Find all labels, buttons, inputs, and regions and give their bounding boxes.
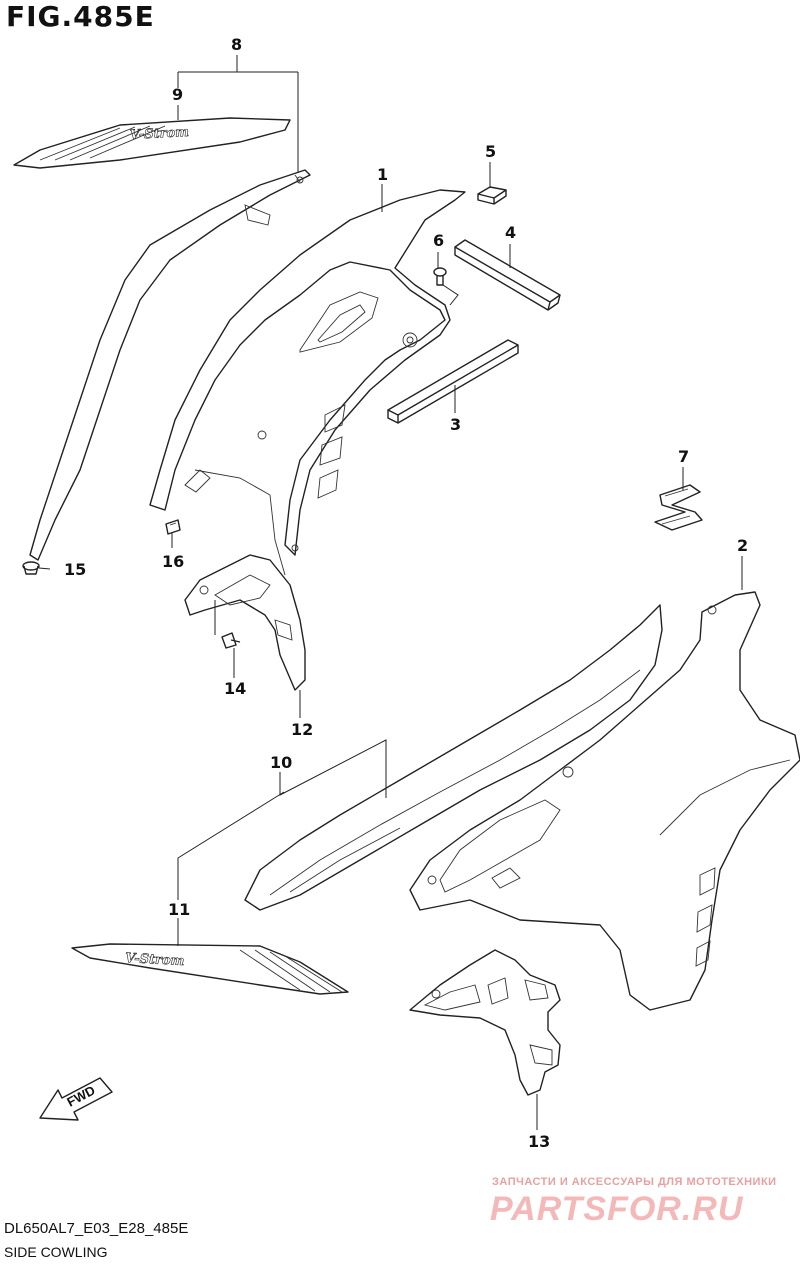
callout-16: 16 <box>162 552 184 571</box>
callout-6: 6 <box>433 231 444 250</box>
callout-13: 13 <box>528 1132 550 1151</box>
part-5-pad <box>477 186 507 205</box>
callout-2: 2 <box>737 536 748 555</box>
part-11-lower-decal: V-Strom <box>71 943 349 995</box>
figure-code: DL650AL7_E03_E28_485E <box>4 1220 189 1237</box>
watermark-brand: PARTSFOR.RU <box>490 1190 744 1228</box>
part-2-side-cowling <box>409 591 800 1011</box>
upper-decal-text: V-Strom <box>129 125 189 143</box>
fwd-label: FWD <box>64 1083 97 1110</box>
part-13-inner-bracket <box>409 949 561 1096</box>
part-10-side-panel <box>244 604 663 911</box>
fwd-arrow-icon: FWD <box>39 1077 113 1121</box>
callout-3: 3 <box>450 415 461 434</box>
callout-9: 9 <box>172 85 183 104</box>
part-7-emblem <box>654 484 703 531</box>
callout-12: 12 <box>291 720 313 739</box>
part-14-screw <box>221 632 241 649</box>
part-12-bracket <box>184 554 306 691</box>
part-16-clip <box>165 519 181 535</box>
callout-14: 14 <box>224 679 246 698</box>
callout-4: 4 <box>505 223 516 242</box>
callout-10: 10 <box>270 753 292 772</box>
watermark-tagline: ЗАПЧАСТИ И АКСЕССУАРЫ ДЛЯ МОТОТЕХНИКИ <box>492 1176 777 1188</box>
figure-title: FIG.485E <box>6 0 155 33</box>
callouts: 8 9 1 5 6 4 3 7 2 16 15 14 12 10 11 13 <box>64 35 748 1151</box>
callout-5: 5 <box>485 142 496 161</box>
part-1-inner-cowling <box>149 189 466 576</box>
part-8-side-trim <box>29 169 311 561</box>
lower-decal-text: V-Strom <box>125 951 185 969</box>
part-15-screw <box>22 561 40 575</box>
part-9-upper-decal: V-Strom <box>13 117 291 169</box>
part-3-strip <box>387 339 519 424</box>
callout-15: 15 <box>64 560 86 579</box>
callout-1: 1 <box>377 165 388 184</box>
callout-11: 11 <box>168 900 190 919</box>
figure-name: SIDE COWLING <box>4 1244 108 1260</box>
part-6-screw <box>433 267 447 286</box>
callout-7: 7 <box>678 447 689 466</box>
leader-lines <box>38 55 743 1130</box>
callout-8: 8 <box>231 35 242 54</box>
part-4-strip <box>454 239 561 311</box>
